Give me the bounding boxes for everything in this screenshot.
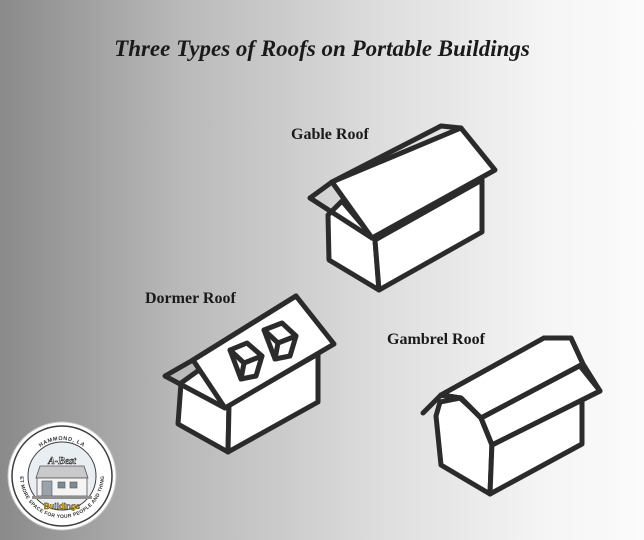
gable-side-wall [372,177,485,293]
gambrel-front-eave [420,392,444,416]
page-title: Three Types of Roofs on Portable Buildin… [114,36,530,61]
dormer-roof-building [162,293,337,455]
gable-ridge [329,123,444,185]
a-best-buildings-logo: A-Best Buildings HAMMOND, LA GET MORE SP… [4,416,118,532]
dormer-roof-label: Dormer Roof [145,290,236,307]
gable-back-ridge [438,123,464,131]
logo-badge-icon: A-Best Buildings HAMMOND, LA GET MORE SP… [4,416,117,531]
gambrel-break-line [478,361,586,421]
dormer-ridge [190,293,299,363]
gambrel-back-profile [541,335,603,394]
gable-ridge-line [307,195,375,241]
gable-roof-building [307,123,498,293]
dormer-front-eave [162,357,228,411]
gambrel-eave-line [489,388,603,448]
dormer-window-right [261,320,299,362]
logo-brand-line2: Buildings [44,502,81,511]
gambrel-roof-building [420,335,603,497]
gambrel-front-profile [438,392,495,448]
gable-roof-plane [329,125,498,241]
gambrel-roof-label: Gambrel Roof [387,331,485,348]
gable-front-eave [307,179,335,201]
dormer-window-left [227,340,265,382]
gable-roof-label: Gable Roof [291,126,369,143]
logo-brand-line1: A-Best [47,456,77,467]
